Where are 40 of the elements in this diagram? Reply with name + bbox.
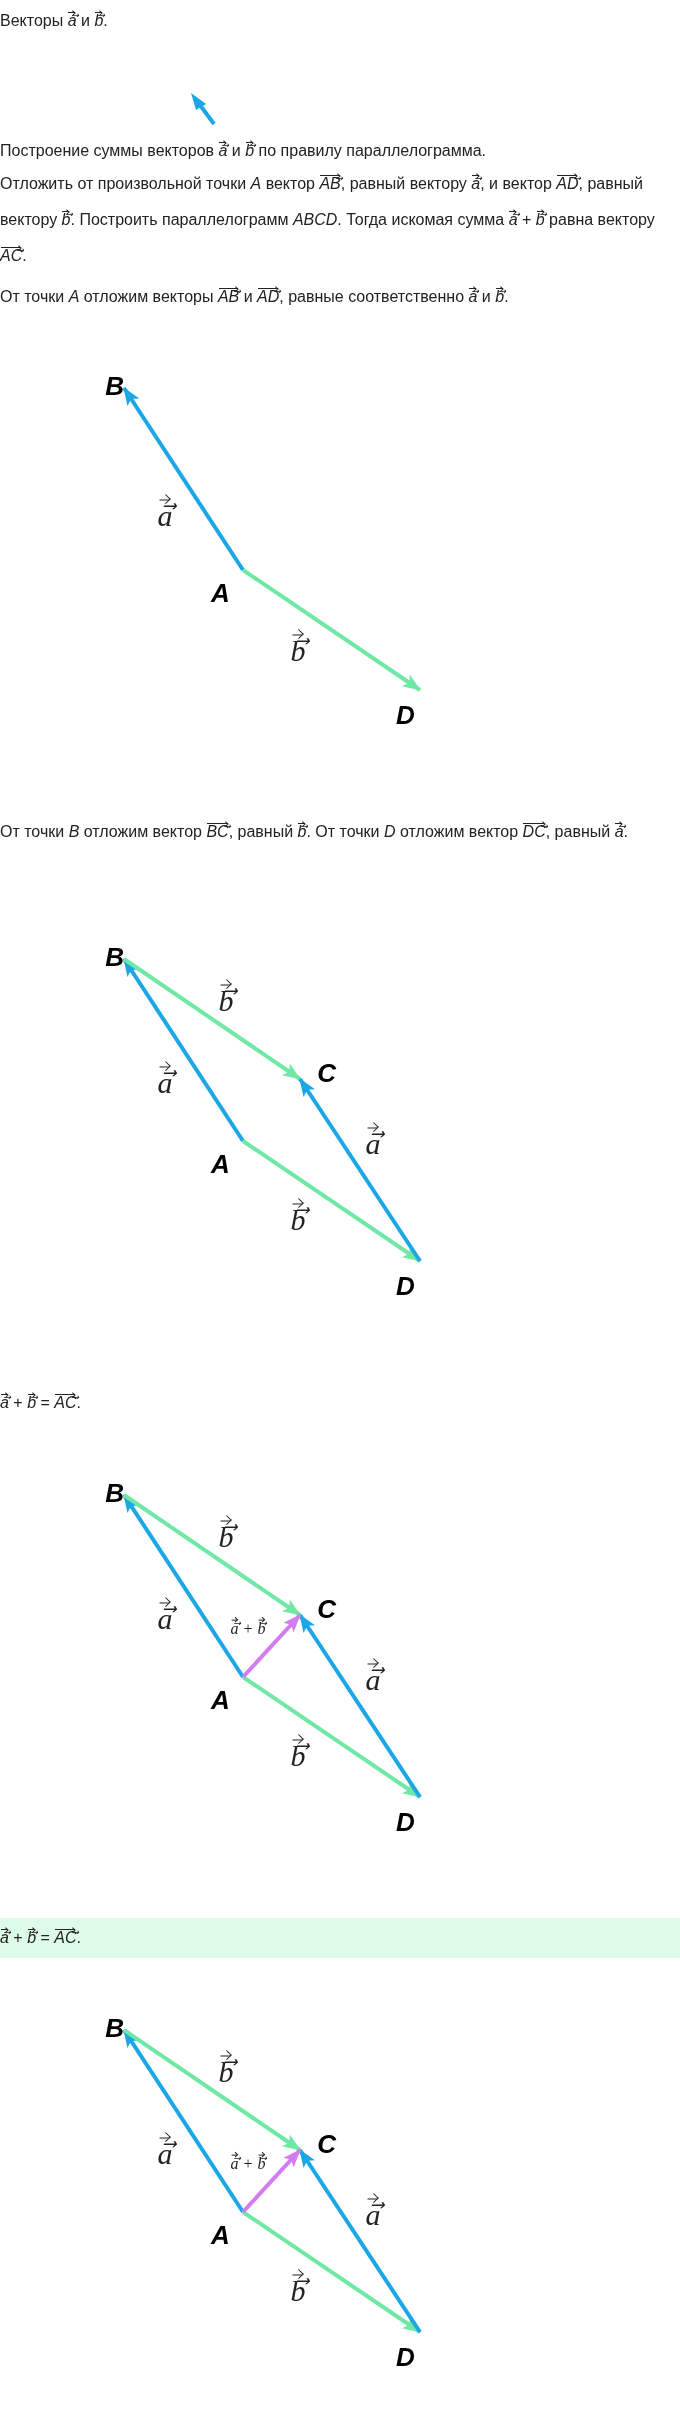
vector-arrow	[241, 1613, 302, 1679]
vector-arrow	[241, 1139, 422, 1263]
point-label: B	[105, 1480, 124, 1506]
point-label: D	[396, 1809, 415, 1835]
vector-arrow	[122, 2028, 302, 2152]
text-paragraph: От точки B отложим вектор BC⃗, равный b⃗. От точки D отложим вектор DC⃗, равный a⃗.	[0, 822, 629, 842]
point-label: D	[396, 702, 415, 728]
point-label: A	[211, 1687, 230, 1713]
vector-arrow	[241, 568, 422, 692]
text-paragraph: Векторы a⃗ и b⃗.	[0, 11, 109, 31]
vector-arrow	[298, 1077, 422, 1263]
point-label: A	[211, 1151, 230, 1177]
point-label: A	[211, 2222, 230, 2248]
point-label: B	[105, 944, 124, 970]
point-label: C	[317, 2131, 336, 2157]
text-paragraph: a⃗ + b⃗ = AC⃗.	[0, 1393, 82, 1413]
point-label: A	[211, 580, 230, 606]
vector-arrow	[122, 1493, 245, 1679]
vector-arrow	[241, 2148, 302, 2214]
vector-arrow	[122, 386, 245, 572]
vector-arrow	[241, 1675, 422, 1799]
point-label: C	[317, 1596, 336, 1622]
edge-label: a⃗ + b⃗	[228, 1615, 268, 1637]
point-label: D	[396, 2344, 415, 2370]
vector-arrow	[298, 2148, 422, 2334]
vector-arrow	[298, 1613, 422, 1799]
point-label: C	[317, 1060, 336, 1086]
text-paragraph: Построение суммы векторов a⃗ и b⃗ по правилу параллелограмма.	[0, 141, 488, 161]
vector-arrow	[122, 2028, 245, 2214]
vector-arrow	[122, 957, 245, 1143]
point-label: B	[105, 2015, 124, 2041]
vector-arrow	[241, 2210, 422, 2334]
highlighted-formula: a⃗ + b⃗ = AC⃗.	[0, 1928, 82, 1948]
edge-label: a⃗ + b⃗	[228, 2150, 268, 2172]
text-paragraph: Отложить от произвольной точки A вектор AB⃗, равный вектору a⃗, и вектор AD⃗, равный вектору b⃗. Построить параллелограмм ABCD. Тогда искомая сумма a⃗ + b⃗ равна вектору AC⃗.	[0, 174, 656, 266]
text-paragraph: От точки A отложим векторы AB⃗ и AD⃗, равные соответственно a⃗ и b⃗.	[0, 287, 510, 307]
vector-arrow	[122, 1493, 302, 1617]
point-label: B	[105, 373, 124, 399]
point-label: D	[396, 1273, 415, 1299]
vector-arrow	[122, 957, 302, 1081]
